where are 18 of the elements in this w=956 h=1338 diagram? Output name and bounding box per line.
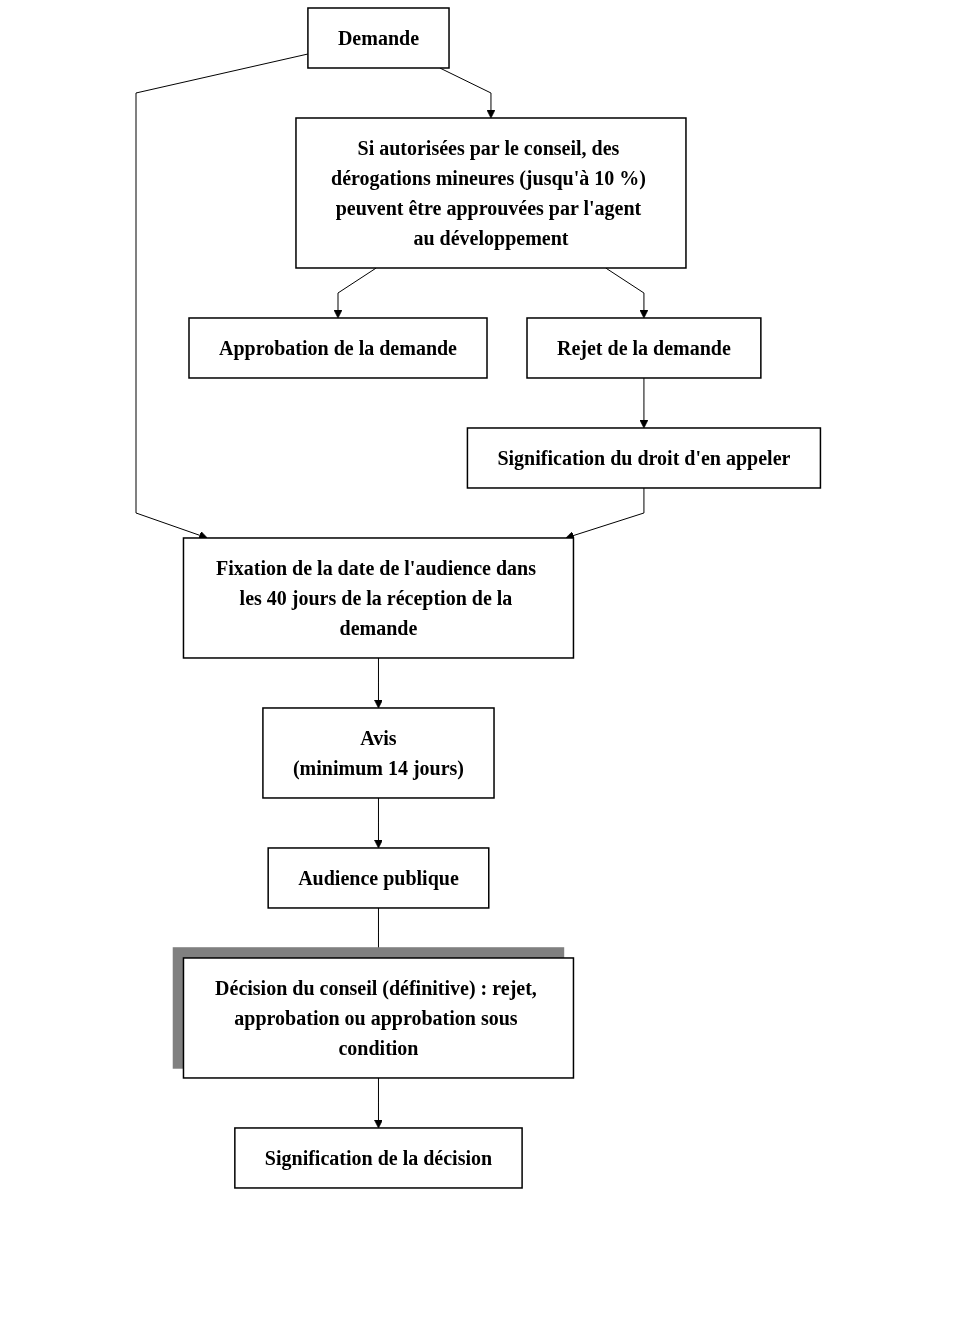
arrow [333,267,377,319]
node-box: Signification de la décision [233,1127,523,1189]
node-box: Décision du conseil (définitive) : rejet, approbation ou approbation sous condition [182,957,574,1079]
node-box: Avis (minimum 14 jours) [261,707,495,799]
arrow [373,1077,383,1129]
arrow [373,657,383,709]
arrow [604,267,649,319]
arrow [639,377,649,429]
node-box: Rejet de la demande [526,317,762,379]
node-box: Approbation de la demande [188,317,488,379]
arrow [565,487,645,540]
node-box: Fixation de la date de l'audience dans les 40 jours de la réception de la demande [182,537,574,659]
node-box: Demande [306,7,450,69]
arrow [373,907,383,959]
node-box: Si autorisées par le conseil, des dérogations mineures (jusqu'à 10 %) peuvent être approuvées par l'agent au développement [295,117,687,269]
node-box: Signification du droit d'en appeler [466,427,821,489]
node-box: Audience publique [267,847,490,909]
arrow [373,797,383,849]
